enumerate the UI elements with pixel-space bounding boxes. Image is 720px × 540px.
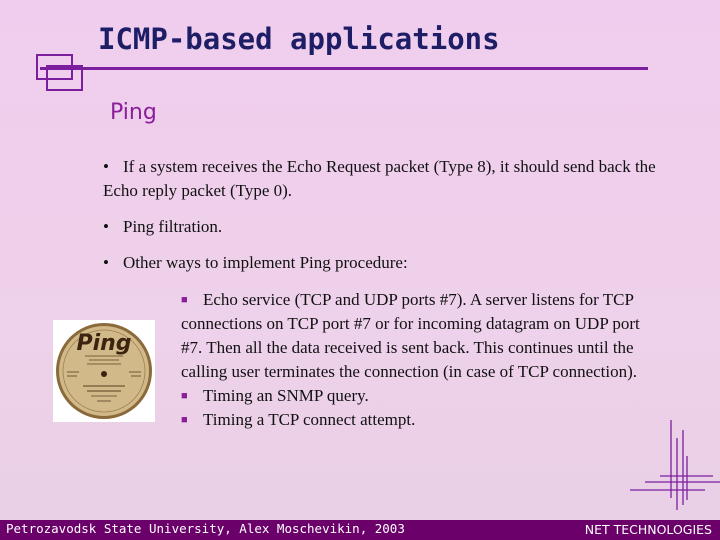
bullet-text: Other ways to implement Ping procedure: [123,253,408,272]
sub-bullet-text: Timing a TCP connect attempt. [203,410,416,429]
slide-subtitle: Ping [110,100,157,125]
bullet-item: • Other ways to implement Ping procedure: [103,251,663,275]
sub-bullet-marker: ■ [181,414,188,426]
sub-bullet-marker: ■ [181,294,188,306]
sub-bullet-item: ■ Timing a TCP connect attempt. [181,408,656,432]
bullet-item: •If a system receives the Echo Request p… [103,155,663,203]
sub-bullet-text: Timing an SNMP query. [203,386,369,405]
footer-course-title: NET TECHNOLOGIES [584,522,712,537]
slide-title: ICMP-based applications [98,22,500,56]
sub-bullet-item: ■Echo service (TCP and UDP ports #7). A … [181,288,656,384]
sub-bullet-text: Echo service (TCP and UDP ports #7). A s… [181,290,640,381]
sub-bullet-item: ■ Timing an SNMP query. [181,384,656,408]
record-title-text: Ping [76,331,131,356]
footer-credit: Petrozavodsk State University, Alex Mosc… [6,521,405,536]
sub-bullet-list: ■Echo service (TCP and UDP ports #7). A … [181,288,656,432]
bullet-marker: • [103,253,109,272]
footer-bar [0,520,720,540]
title-underline [40,67,648,70]
bullet-marker: • [103,217,109,236]
bullet-text: Ping filtration. [123,217,223,236]
decorative-grid-lines [630,420,720,510]
bullet-item: • Ping filtration. [103,215,663,239]
bullet-text: If a system receives the Echo Request pa… [103,157,656,200]
title-decoration-square [46,65,83,91]
ping-record-image: Ping [53,320,155,422]
bullet-marker: • [103,157,109,176]
sub-bullet-marker: ■ [181,390,188,402]
